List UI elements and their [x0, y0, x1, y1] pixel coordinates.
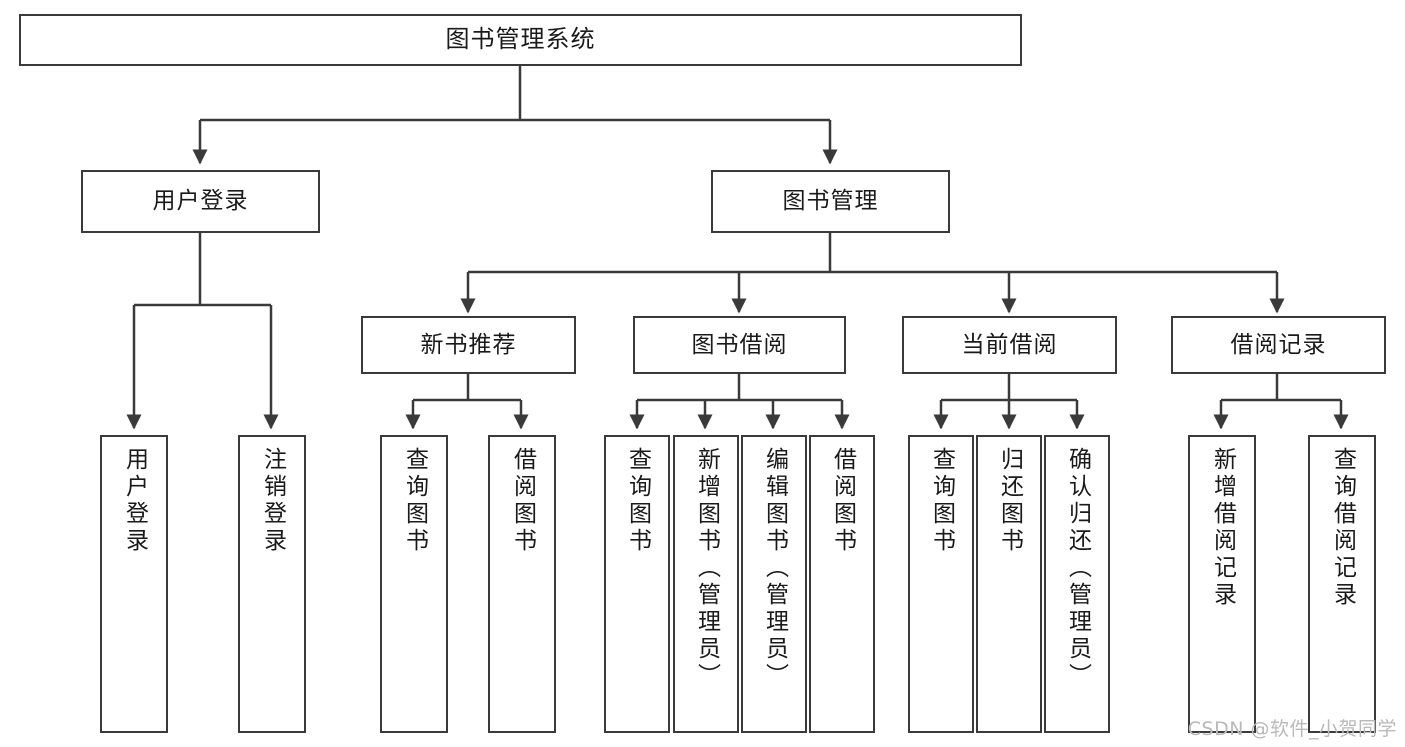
node-label: 新书推荐 [420, 331, 517, 358]
node-user-login[interactable]: 用户登录 [81, 170, 320, 233]
node-label: 借阅记录 [1230, 331, 1327, 358]
leaf-add-book-admin[interactable]: 新增图书（管理员） [673, 435, 739, 733]
node-label: 查询图书 [401, 447, 428, 555]
node-label: 图书管理 [782, 188, 879, 215]
leaf-query-books-newbook[interactable]: 查询图书 [380, 435, 448, 733]
node-label: 新增图书（管理员） [693, 447, 720, 690]
node-label: 图书借阅 [691, 331, 788, 358]
leaf-borrow-books[interactable]: 借阅图书 [809, 435, 875, 733]
node-label: 用户登录 [152, 188, 249, 215]
node-current-borrow[interactable]: 当前借阅 [902, 316, 1117, 374]
leaf-logout[interactable]: 注销登录 [238, 435, 306, 733]
node-label: 用户登录 [121, 447, 148, 555]
leaf-query-borrow-record[interactable]: 查询借阅记录 [1308, 435, 1376, 733]
node-label: 归还图书 [996, 447, 1023, 555]
node-label: 图书管理系统 [445, 25, 596, 54]
node-label: 查询图书 [928, 447, 955, 555]
leaf-confirm-return-admin[interactable]: 确认归还（管理员） [1044, 435, 1110, 733]
node-label: 查询借阅记录 [1329, 447, 1356, 609]
node-borrow-record[interactable]: 借阅记录 [1171, 316, 1386, 374]
node-label: 借阅图书 [829, 447, 856, 555]
leaf-query-books-borrow[interactable]: 查询图书 [604, 435, 670, 733]
leaf-query-books-current[interactable]: 查询图书 [908, 435, 974, 733]
node-book-management[interactable]: 图书管理 [711, 170, 950, 233]
node-label: 新增借阅记录 [1209, 447, 1236, 609]
node-label: 当前借阅 [961, 331, 1058, 358]
node-label: 注销登录 [259, 447, 286, 555]
leaf-add-borrow-record[interactable]: 新增借阅记录 [1188, 435, 1256, 733]
node-label: 借阅图书 [509, 447, 536, 555]
watermark-text: CSDN @软件_小贺同学 [1187, 718, 1397, 740]
node-new-book-recommend[interactable]: 新书推荐 [361, 316, 576, 374]
node-label: 查询图书 [624, 447, 651, 555]
node-book-borrow[interactable]: 图书借阅 [633, 316, 846, 374]
leaf-return-books[interactable]: 归还图书 [976, 435, 1042, 733]
node-label: 编辑图书（管理员） [761, 447, 788, 690]
node-label: 确认归还（管理员） [1064, 447, 1091, 690]
node-root-system[interactable]: 图书管理系统 [19, 14, 1022, 66]
leaf-user-login[interactable]: 用户登录 [100, 435, 168, 733]
leaf-borrow-books-newbook[interactable]: 借阅图书 [488, 435, 556, 733]
leaf-edit-book-admin[interactable]: 编辑图书（管理员） [741, 435, 807, 733]
